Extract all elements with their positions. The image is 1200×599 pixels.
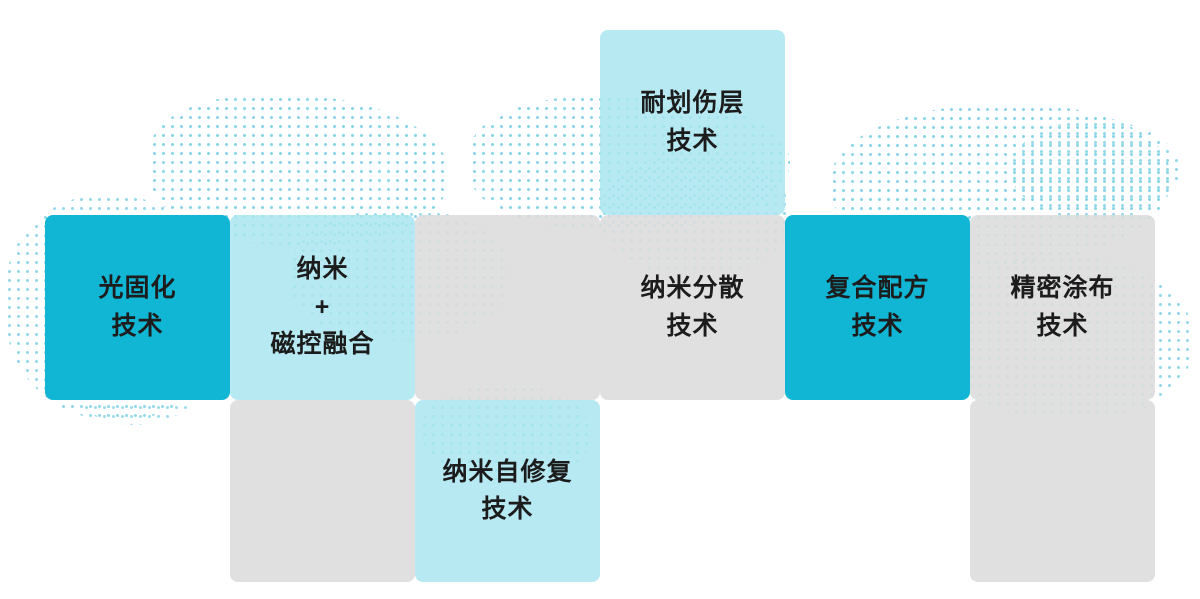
tile-nano-self-healing: 纳米自修复 技术 <box>415 400 600 582</box>
tile-label: 纳米 + 磁控融合 <box>270 255 375 359</box>
tile-empty-1 <box>415 215 600 400</box>
tile-precision-coating: 精密涂布 技术 <box>970 215 1155 400</box>
tile-label: 耐划伤层 技术 <box>640 89 745 155</box>
map-dots <box>1010 120 1180 220</box>
tile-empty-2 <box>230 400 415 582</box>
tile-composite-formulation: 复合配方 技术 <box>785 215 970 400</box>
tile-label: 精密涂布 技术 <box>1010 274 1115 340</box>
tile-light-curing: 光固化 技术 <box>45 215 230 400</box>
tile-nano-magnetron-fusion: 纳米 + 磁控融合 <box>230 215 415 400</box>
tile-label: 复合配方 技术 <box>825 274 930 340</box>
tile-nano-dispersion: 纳米分散 技术 <box>600 215 785 400</box>
tile-label: 纳米自修复 技术 <box>442 457 573 524</box>
tile-label: 光固化 技术 <box>98 274 177 340</box>
tile-label: 纳米分散 技术 <box>640 274 745 340</box>
tile-scratch-resistant-layer: 耐划伤层 技术 <box>600 30 785 215</box>
tile-empty-3 <box>970 400 1155 582</box>
